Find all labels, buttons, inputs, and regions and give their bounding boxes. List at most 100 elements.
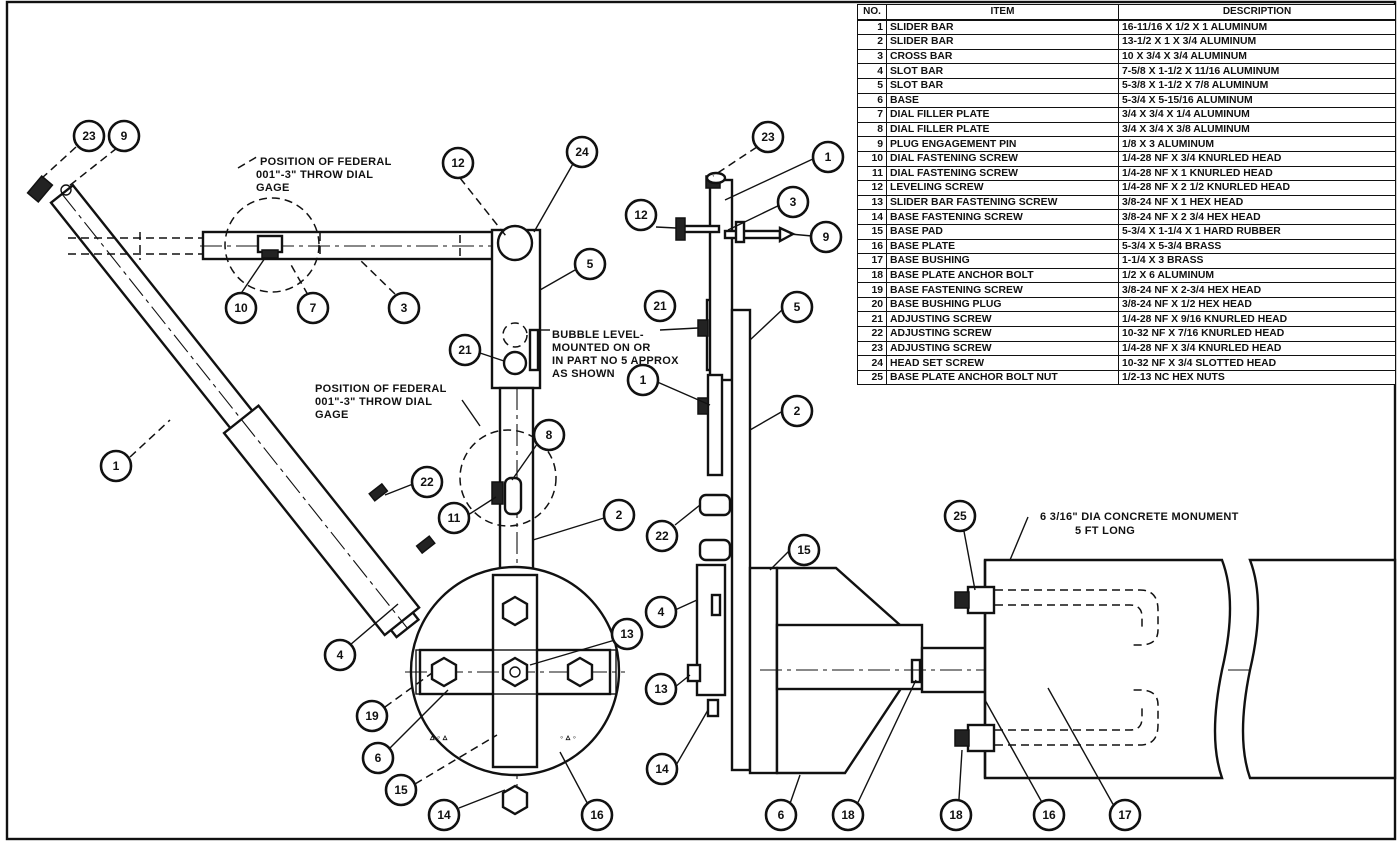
part-item: BASE PAD <box>886 223 1119 240</box>
part-item: BASE FASTENING SCREW <box>886 282 1119 298</box>
callout-bubble: 1 <box>811 140 845 174</box>
dial-note-top-line2: 001"-3" THROW DIAL <box>256 169 373 181</box>
slider-bar-2-side <box>730 308 752 772</box>
part-description: 1/2 X 6 ALUMINUM <box>1118 267 1396 284</box>
part-description: 3/8-24 NF X 1/2 HEX HEAD <box>1118 296 1396 313</box>
part-description: 1-1/4 X 3 BRASS <box>1118 253 1396 269</box>
callout-bubble: 15 <box>787 533 821 567</box>
svg-text:15: 15 <box>394 783 408 797</box>
svg-text:5: 5 <box>587 257 594 271</box>
svg-text:4: 4 <box>658 605 665 619</box>
callout-bubble: 15 <box>384 773 418 807</box>
svg-text:3: 3 <box>401 301 408 315</box>
part-item: BASE BUSHING <box>886 253 1119 269</box>
callouts-side: 23 1 3 9 12 21 5 2 1 22 15 4 13 14 6 18 … <box>624 120 1142 832</box>
part-item: HEAD SET SCREW <box>886 355 1119 371</box>
callout-bubble: 16 <box>580 798 614 832</box>
svg-text:2: 2 <box>616 508 623 522</box>
part-description: 1/8 X 3 ALUMINUM <box>1118 136 1396 152</box>
part-description: 1/4-28 NF X 9/16 KNURLED HEAD <box>1118 311 1396 328</box>
part-number: 23 <box>857 340 887 357</box>
callout-bubble: 22 <box>410 465 444 499</box>
bubble-note-line3: IN PART NO 5 APPROX <box>552 355 679 367</box>
part-description: 5-3/8 X 1-1/2 X 7/8 ALUMINUM <box>1118 77 1396 94</box>
callout-bubble: 5 <box>573 247 607 281</box>
slot-bar-4-side <box>695 563 727 697</box>
svg-text:5: 5 <box>794 300 801 314</box>
svg-text:16: 16 <box>1042 808 1056 822</box>
leveling-screw-head <box>496 224 534 262</box>
part-number: 9 <box>857 136 887 152</box>
callout-bubble: 21 <box>643 289 677 323</box>
dial-note-mid-line2: 001"-3" THROW DIAL <box>315 396 432 408</box>
callout-bubble: 11 <box>437 501 471 535</box>
part-number: 16 <box>857 238 887 255</box>
callout-bubble: 25 <box>943 499 977 533</box>
part-description: 5-3/4 X 5-15/16 ALUMINUM <box>1118 92 1396 109</box>
svg-text:1: 1 <box>825 150 832 164</box>
callout-bubble: 24 <box>565 135 599 169</box>
part-number: 22 <box>857 326 887 342</box>
bubble-note-line4: AS SHOWN <box>552 368 615 380</box>
svg-text:14: 14 <box>655 762 669 776</box>
side-view <box>675 171 1397 780</box>
part-item: SLOT BAR <box>886 77 1119 94</box>
part-item: SLIDER BAR <box>886 19 1119 36</box>
callout-bubble: 3 <box>776 185 810 219</box>
part-description: 10-32 NF X 7/16 KNURLED HEAD <box>1118 326 1396 342</box>
callout-bubble: 7 <box>296 291 330 325</box>
callout-bubble: 9 <box>809 220 843 254</box>
part-description: 3/8-24 NF X 2-3/4 HEX HEAD <box>1118 282 1396 298</box>
callout-bubble: 2 <box>602 498 636 532</box>
dial-note-top-line1: POSITION OF FEDERAL <box>260 156 392 168</box>
part-item: SLIDER BAR FASTENING SCREW <box>886 194 1119 211</box>
callout-bubble: 21 <box>448 333 482 367</box>
dial-note-top-line3: GAGE <box>256 182 290 194</box>
callout-bubble: 12 <box>624 198 658 232</box>
part-item: ADJUSTING SCREW <box>886 326 1119 342</box>
callout-bubble: 5 <box>780 290 814 324</box>
part-number: 21 <box>857 311 887 328</box>
part-number: 11 <box>857 165 887 182</box>
part-number: 12 <box>857 180 887 196</box>
dial-gage-position-mid <box>459 429 557 527</box>
part-description: 1/4-28 NF X 1 KNURLED HEAD <box>1118 165 1396 182</box>
svg-text:23: 23 <box>761 130 775 144</box>
callout-bubble: 6 <box>361 741 395 775</box>
part-description: 3/4 X 3/4 X 3/8 ALUMINUM <box>1118 121 1396 138</box>
callout-bubble: 4 <box>323 638 357 672</box>
monument-note-line2: 5 FT LONG <box>1075 525 1135 537</box>
part-item: DIAL FASTENING SCREW <box>886 150 1119 167</box>
callout-bubble: 1 <box>99 449 133 483</box>
callout-bubble: 13 <box>644 672 678 706</box>
part-item: PLUG ENGAGEMENT PIN <box>886 136 1119 152</box>
svg-text:6: 6 <box>778 808 785 822</box>
parts-list-header: NO. ITEM DESCRIPTION <box>857 3 1396 21</box>
concrete-monument <box>983 558 1232 780</box>
callout-bubble: 8 <box>532 418 566 452</box>
svg-text:16: 16 <box>590 808 604 822</box>
svg-text:25: 25 <box>953 509 967 523</box>
part-description: 1/4-28 NF X 2 1/2 KNURLED HEAD <box>1118 180 1396 196</box>
svg-text:6: 6 <box>375 751 382 765</box>
dial-gage-position-top <box>224 197 320 293</box>
part-item: BASE PLATE <box>886 238 1119 255</box>
part-number: 7 <box>857 107 887 123</box>
svg-text:15: 15 <box>797 543 811 557</box>
callout-bubble: 18 <box>831 798 865 832</box>
callout-bubble: 1 <box>626 363 660 397</box>
callout-bubble: 12 <box>441 146 475 180</box>
part-item: BASE PLATE ANCHOR BOLT <box>886 267 1119 284</box>
